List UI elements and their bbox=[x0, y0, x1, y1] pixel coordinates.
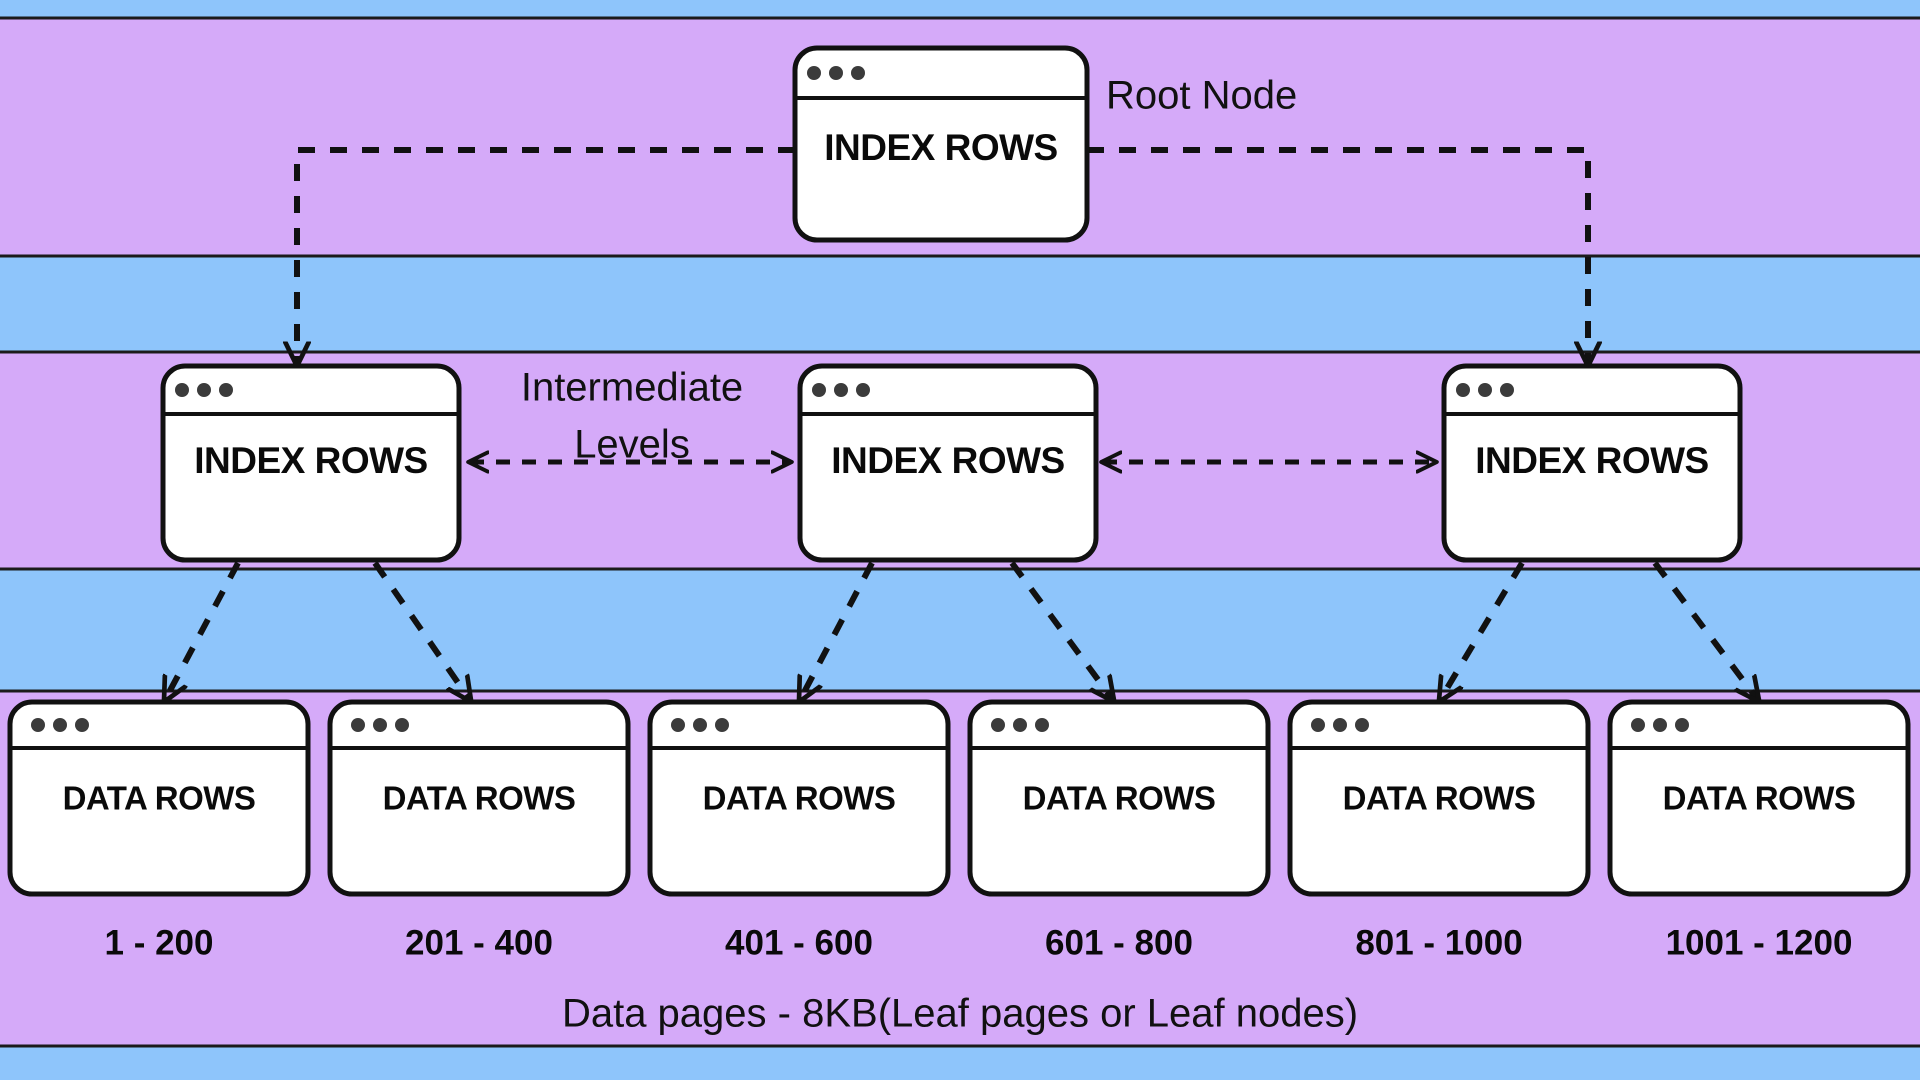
band-purple-leaf bbox=[0, 691, 1920, 1046]
node-leaf-1[interactable]: DATA ROWS bbox=[7, 699, 311, 897]
node-leaf-4-label: DATA ROWS bbox=[1023, 780, 1216, 817]
leaf-pages-caption: Data pages - 8KB(Leaf pages or Leaf node… bbox=[562, 992, 1358, 1036]
window-dots-icon bbox=[351, 718, 409, 732]
window-dots-icon bbox=[671, 718, 729, 732]
node-intermediate-1-label: INDEX ROWS bbox=[194, 440, 427, 481]
band-blue-1 bbox=[0, 256, 1920, 352]
leaf-5-range-label: 801 - 1000 bbox=[1355, 923, 1522, 962]
node-leaf-5[interactable]: DATA ROWS bbox=[1287, 699, 1591, 897]
node-leaf-1-label: DATA ROWS bbox=[63, 780, 256, 817]
node-leaf-2-label: DATA ROWS bbox=[383, 780, 576, 817]
node-intermediate-1[interactable]: INDEX ROWS bbox=[160, 363, 462, 563]
node-leaf-2[interactable]: DATA ROWS bbox=[327, 699, 631, 897]
edge-intermediate-3-leaf-5 bbox=[1440, 561, 1525, 700]
node-leaf-6[interactable]: DATA ROWS bbox=[1607, 699, 1911, 897]
root-node-annotation: Root Node bbox=[1106, 74, 1297, 118]
node-leaf-3-label: DATA ROWS bbox=[703, 780, 896, 817]
window-dots-icon bbox=[1456, 383, 1514, 397]
node-intermediate-2[interactable]: INDEX ROWS bbox=[797, 363, 1099, 563]
leaf-4-range-label: 601 - 800 bbox=[1045, 923, 1193, 962]
window-dots-icon bbox=[991, 718, 1049, 732]
window-dots-icon bbox=[1631, 718, 1689, 732]
band-blue-2 bbox=[0, 569, 1920, 691]
edge-root-to-intermediate-3 bbox=[1087, 147, 1588, 364]
window-dots-icon bbox=[807, 66, 865, 80]
node-intermediate-3[interactable]: INDEX ROWS bbox=[1441, 363, 1743, 563]
band-blue-bottom bbox=[0, 1046, 1920, 1080]
node-root[interactable]: INDEX ROWS bbox=[792, 45, 1090, 243]
edge-intermediate-2-leaf-4 bbox=[1009, 561, 1113, 700]
window-dots-icon bbox=[175, 383, 233, 397]
leaf-3-range-label: 401 - 600 bbox=[725, 923, 873, 962]
leaf-2-range-label: 201 - 400 bbox=[405, 923, 553, 962]
edge-intermediate-2-leaf-3 bbox=[800, 561, 875, 700]
edge-intermediate-1-leaf-1 bbox=[165, 561, 241, 700]
node-intermediate-3-label: INDEX ROWS bbox=[1475, 440, 1708, 481]
edges-intermediate-to-leaves bbox=[165, 561, 1758, 700]
node-intermediate-2-label: INDEX ROWS bbox=[831, 440, 1064, 481]
intermediate-levels-annotation-line2: Levels bbox=[574, 423, 690, 467]
node-root-label: INDEX ROWS bbox=[824, 127, 1057, 168]
window-dots-icon bbox=[31, 718, 89, 732]
edge-intermediate-3-leaf-6 bbox=[1652, 561, 1758, 700]
edges-root-to-intermediate bbox=[297, 147, 1588, 364]
window-dots-icon bbox=[812, 383, 870, 397]
node-leaf-3[interactable]: DATA ROWS bbox=[647, 699, 951, 897]
node-leaf-6-label: DATA ROWS bbox=[1663, 780, 1856, 817]
edge-root-to-intermediate-1 bbox=[297, 147, 795, 364]
leaf-1-range-label: 1 - 200 bbox=[105, 923, 214, 962]
window-dots-icon bbox=[1311, 718, 1369, 732]
intermediate-levels-annotation-line1: Intermediate bbox=[521, 366, 743, 410]
band-blue-top bbox=[0, 0, 1920, 18]
edge-intermediate-1-leaf-2 bbox=[372, 561, 470, 700]
node-leaf-5-label: DATA ROWS bbox=[1343, 780, 1536, 817]
node-leaf-4[interactable]: DATA ROWS bbox=[967, 699, 1271, 897]
leaf-6-range-label: 1001 - 1200 bbox=[1666, 923, 1853, 962]
